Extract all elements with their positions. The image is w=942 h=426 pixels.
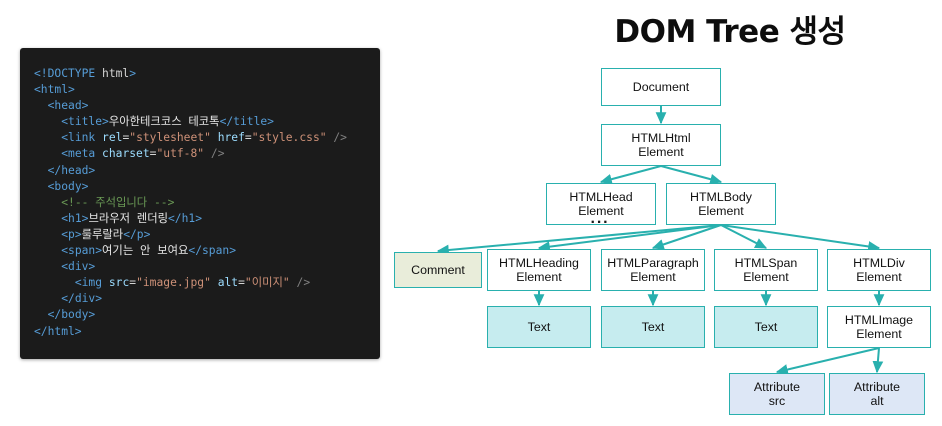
code-block: <!DOCTYPE html> <html> <head> <title>우아한…	[34, 67, 347, 338]
ellipsis-indicator: ···	[590, 214, 610, 231]
page-title: DOM Tree 생성	[614, 14, 846, 50]
tree-node-text1: Text	[487, 306, 591, 348]
tree-node-attr_alt: Attribute alt	[829, 373, 925, 415]
tree-node-attr_src: Attribute src	[729, 373, 825, 415]
edge-htmlbody-to-comment	[436, 224, 722, 256]
tree-node-document: Document	[601, 68, 721, 106]
tree-node-htmlimage: HTMLImage Element	[827, 306, 931, 348]
tree-node-htmlparagraph: HTMLParagraph Element	[601, 249, 705, 291]
tree-node-htmlhtml: HTMLHtml Element	[601, 124, 721, 166]
tree-node-text2: Text	[601, 306, 705, 348]
tree-node-htmldiv: HTMLDiv Element	[827, 249, 931, 291]
tree-node-text3: Text	[714, 306, 818, 348]
edge-htmlimage-to-attr_alt	[872, 347, 884, 374]
html-source-code-panel: <!DOCTYPE html> <html> <head> <title>우아한…	[20, 48, 380, 359]
edge-htmlbody-to-htmldiv	[720, 224, 881, 252]
edge-htmlbody-to-htmlparagraph	[651, 224, 722, 250]
edge-htmlhtml-to-htmlhead	[599, 165, 662, 185]
edge-htmlimage-to-attr_src	[775, 347, 880, 375]
edge-htmlhtml-to-htmlbody	[660, 165, 723, 185]
tree-node-htmlbody: HTMLBody Element	[666, 183, 776, 225]
tree-node-comment: Comment	[394, 252, 482, 288]
edge-htmlbody-to-htmlheading	[537, 224, 722, 253]
edge-htmlbody-to-htmlspan	[720, 224, 768, 249]
tree-node-htmlheading: HTMLHeading Element	[487, 249, 591, 291]
tree-node-htmlhead: HTMLHead Element	[546, 183, 656, 225]
tree-node-htmlspan: HTMLSpan Element	[714, 249, 818, 291]
